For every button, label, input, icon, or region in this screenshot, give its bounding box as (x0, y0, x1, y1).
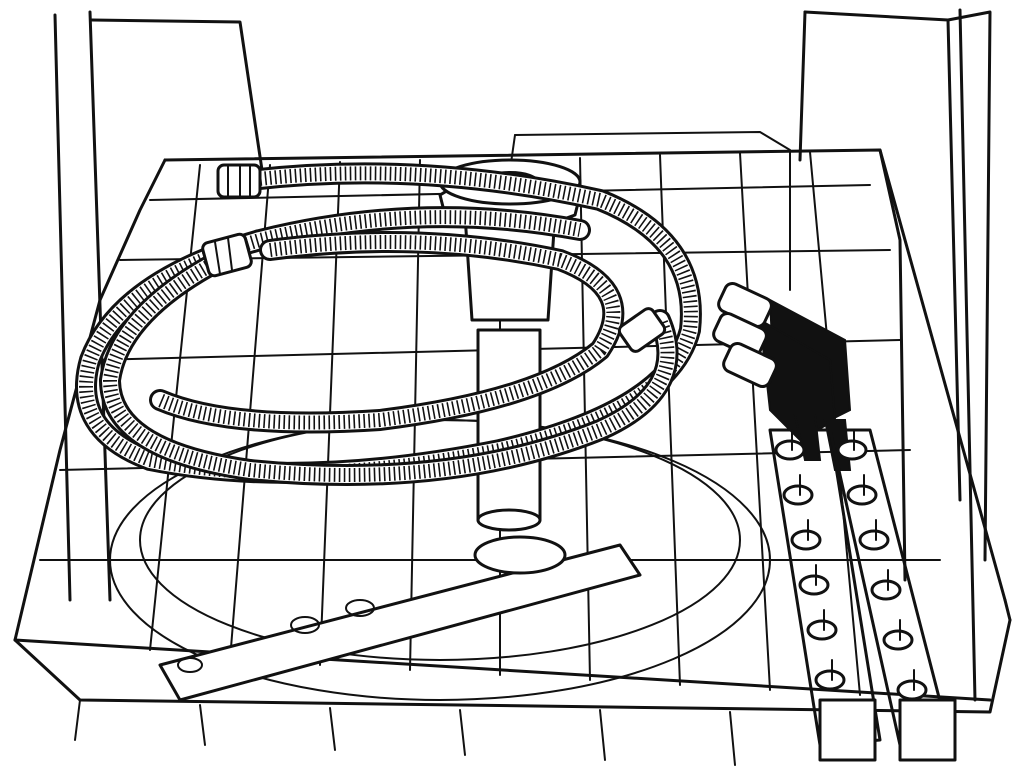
tub-back-panels (53, 8, 992, 702)
spray-arm (158, 535, 642, 702)
pegs-right (836, 429, 928, 701)
hose-couplings (201, 163, 667, 353)
faucet-connectors (712, 281, 852, 471)
coiled-hose (75, 162, 702, 486)
peg-rack (768, 428, 957, 762)
pegs-left (774, 429, 846, 691)
